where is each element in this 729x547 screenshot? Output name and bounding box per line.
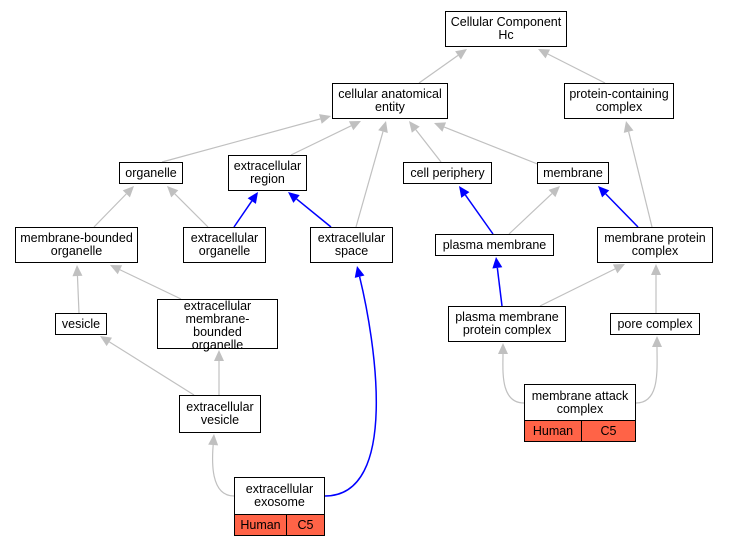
- node-mbo[interactable]: membrane-bounded organelle: [15, 227, 138, 263]
- node-cc_root[interactable]: Cellular Component Hc: [445, 11, 567, 47]
- node-membrane[interactable]: membrane: [537, 162, 609, 184]
- node-pmpc[interactable]: plasma membrane protein complex: [448, 306, 566, 342]
- edge-organelle-to-cae: [161, 118, 321, 163]
- arrowhead-mpc-to-membrane: [598, 186, 610, 198]
- node-label: plasma membrane: [442, 237, 547, 252]
- edge-ecs-to-ecr: [296, 198, 332, 228]
- organism-tag: Human: [532, 423, 574, 438]
- arrowhead-pm-to-cellper: [459, 186, 470, 198]
- node-label: pore complex: [617, 316, 693, 331]
- edge-ecs-to-cae: [355, 131, 384, 228]
- arrowhead-pmpc-to-mpc: [612, 264, 625, 274]
- arrowhead-organelle-to-cae: [319, 114, 331, 124]
- node-organelle[interactable]: organelle: [119, 162, 183, 184]
- node-eco[interactable]: extracellular organelle: [183, 227, 266, 263]
- edge-pm-to-membrane: [508, 193, 553, 235]
- edge-pmpc-to-mpc: [539, 268, 616, 307]
- node-label: extracellular vesicle: [186, 400, 254, 427]
- node-label: extracellular organelle: [190, 231, 259, 258]
- node-ecv[interactable]: extracellular vesicle: [179, 395, 261, 433]
- arrowhead-ecmbo-to-mbo: [110, 265, 123, 275]
- node-label: membrane attack complex: [531, 388, 629, 416]
- edge-mbo-to-organelle: [93, 193, 127, 228]
- node-pm[interactable]: plasma membrane: [435, 234, 554, 256]
- gene-tag: C5: [581, 421, 635, 441]
- arrowhead-exo-to-ecs: [354, 266, 365, 278]
- arrowhead-ecv-to-vesicle: [100, 336, 112, 347]
- edge-pcc-to-cc_root: [547, 53, 606, 84]
- edge-ecr-to-cae: [290, 125, 352, 156]
- arrowhead-membrane-to-cae: [434, 122, 447, 132]
- node-label: membrane protein complex: [604, 231, 706, 258]
- node-mpc[interactable]: membrane protein complex: [597, 227, 713, 263]
- arrowhead-eco-to-organelle: [167, 186, 179, 198]
- node-ecmbo[interactable]: extracellular membrane-bounded organelle: [157, 299, 278, 352]
- edge-exo-to-ecv: [211, 444, 235, 497]
- organism-tag: Human: [240, 517, 281, 532]
- node-label: protein-containing complex: [569, 87, 669, 114]
- edge-eco-to-organelle: [174, 193, 209, 228]
- edge-mpc-to-membrane: [605, 193, 639, 228]
- arrowhead-ecs-to-ecr: [288, 192, 300, 203]
- arrowhead-pm-to-membrane: [548, 186, 560, 198]
- arrowhead-pcc-to-cc_root: [538, 49, 551, 59]
- node-label: membrane: [543, 165, 603, 180]
- node-label: cell periphery: [410, 165, 485, 180]
- edge-cellper-to-cae: [415, 129, 442, 163]
- edge-pmpc-to-pm: [496, 267, 503, 307]
- annotation-row: Human C5: [235, 514, 324, 535]
- annotation-row: Human C5: [525, 420, 635, 441]
- arrowhead-exo-to-ecv: [208, 434, 219, 446]
- arrowhead-mac-to-pore: [652, 336, 662, 347]
- edge-mac-to-pore: [635, 346, 658, 404]
- node-label: plasma membrane protein complex: [455, 310, 559, 337]
- edge-eco-to-ecr: [233, 200, 253, 228]
- node-label: extracellular exosome: [245, 482, 314, 509]
- node-label: organelle: [125, 165, 177, 180]
- node-label: vesicle: [61, 316, 101, 331]
- node-label: Cellular Component Hc: [450, 15, 562, 42]
- node-pore[interactable]: pore complex: [610, 313, 700, 335]
- arrowhead-cae-to-cc_root: [455, 49, 467, 60]
- edge-pm-to-cellper: [464, 194, 494, 235]
- edge-mac-to-pmpc: [502, 353, 525, 404]
- arrowhead-pore-to-mpc: [651, 264, 661, 275]
- arrowhead-cellper-to-cae: [409, 121, 420, 133]
- arrowhead-mac-to-pmpc: [498, 343, 508, 354]
- node-label: extracellular space: [317, 231, 386, 258]
- edge-exo-to-ecs: [324, 276, 377, 497]
- edge-ecmbo-to-mbo: [119, 269, 182, 300]
- node-vesicle[interactable]: vesicle: [55, 313, 107, 335]
- edge-ecv-to-vesicle: [108, 341, 195, 396]
- node-cellper[interactable]: cell periphery: [403, 162, 492, 184]
- arrowhead-ecs-to-cae: [378, 121, 388, 133]
- node-ecr[interactable]: extracellular region: [228, 155, 307, 191]
- edge-mpc-to-pcc: [628, 131, 653, 228]
- node-label: extracellular region: [233, 159, 302, 186]
- node-label: membrane-bounded organelle: [20, 231, 133, 258]
- node-ecs[interactable]: extracellular space: [310, 227, 393, 263]
- arrowhead-mbo-to-organelle: [122, 186, 134, 198]
- arrowhead-ecr-to-cae: [348, 121, 361, 131]
- node-label: cellular anatomical entity: [338, 87, 442, 114]
- gene-tag: C5: [286, 515, 324, 535]
- arrowhead-eco-to-ecr: [247, 192, 258, 204]
- node-label: extracellular membrane-bounded organelle: [183, 299, 252, 352]
- arrowhead-pmpc-to-pm: [492, 257, 503, 269]
- arrowhead-mpc-to-pcc: [623, 121, 634, 133]
- node-cae[interactable]: cellular anatomical entity: [332, 83, 448, 119]
- edge-vesicle-to-mbo: [76, 275, 80, 314]
- arrowhead-vesicle-to-mbo: [72, 265, 83, 277]
- edge-membrane-to-cae: [444, 126, 541, 166]
- arrowhead-ecv-to-ecmbo: [214, 350, 224, 361]
- node-pcc[interactable]: protein-containing complex: [564, 83, 674, 119]
- edge-cae-to-cc_root: [418, 54, 459, 84]
